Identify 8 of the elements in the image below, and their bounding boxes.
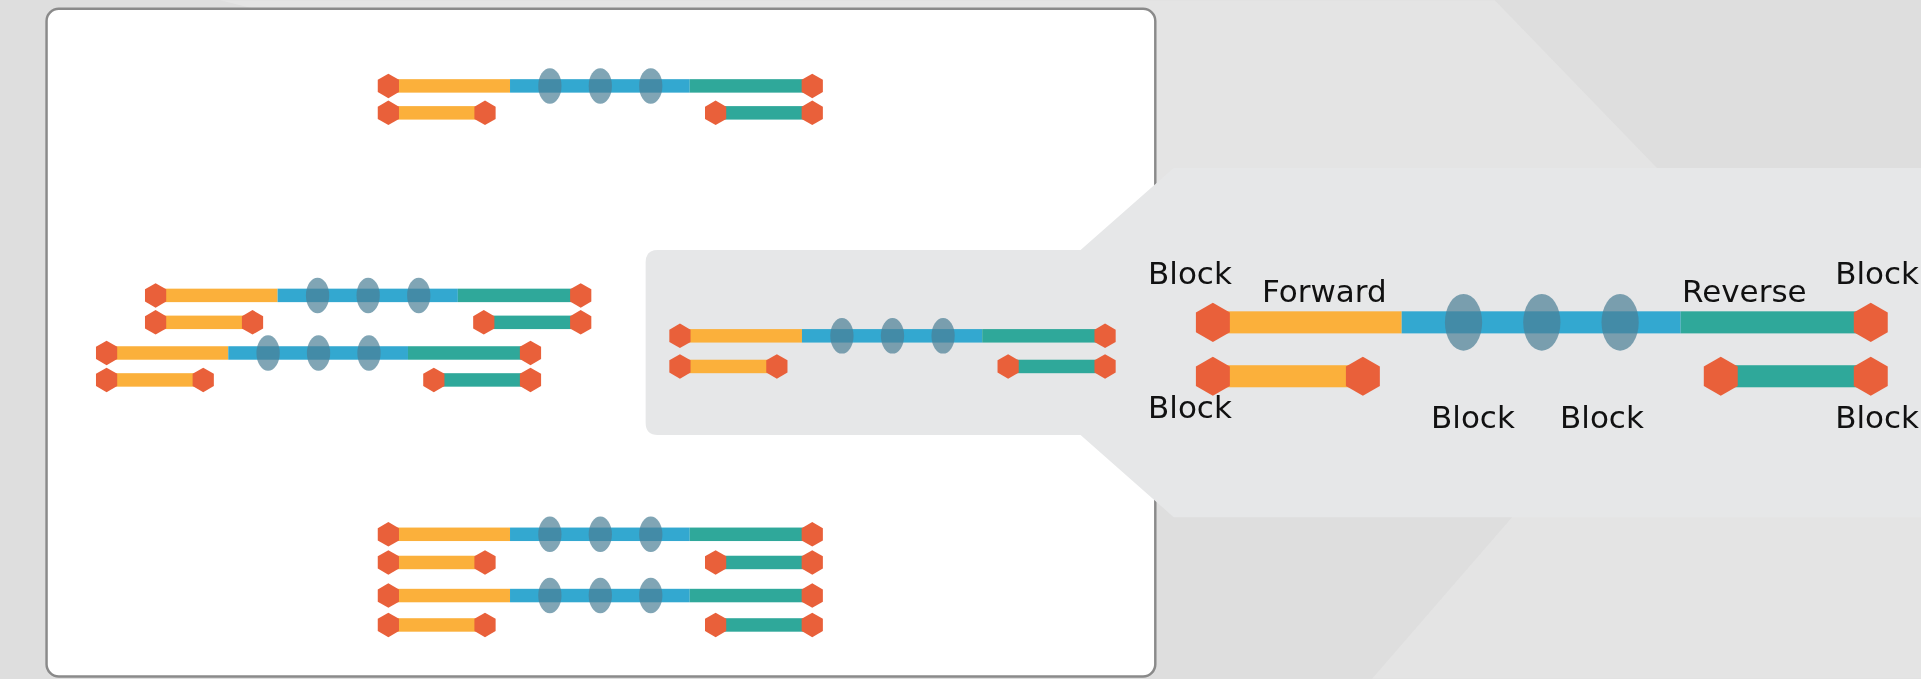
part-label: Reverse [1682, 274, 1807, 309]
part-label: Block [1431, 400, 1515, 435]
part-label: Block [1148, 390, 1232, 425]
part-label: Block [1148, 256, 1232, 291]
part-label: Block [1835, 400, 1919, 435]
part-label: Block [1835, 256, 1919, 291]
part-label: Forward [1262, 274, 1387, 309]
part-label: Block [1560, 400, 1644, 435]
